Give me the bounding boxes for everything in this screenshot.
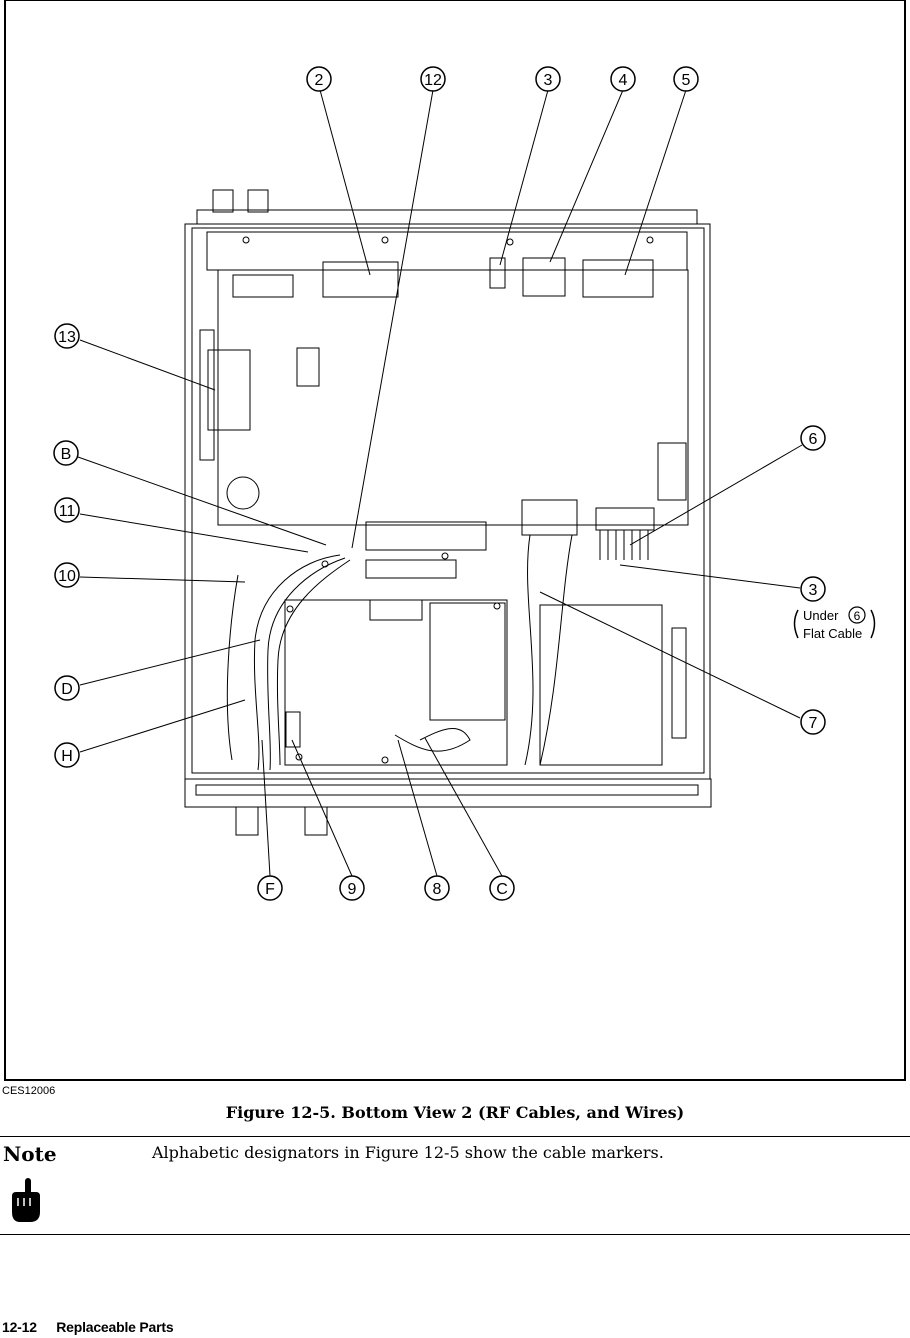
callout-3b: 3: [809, 582, 818, 599]
callout-2: 2: [315, 72, 324, 89]
callout-5: 5: [682, 72, 691, 89]
callout-10: 10: [58, 568, 76, 585]
flat-cable-label: Flat Cable: [803, 626, 862, 641]
callout-9: 9: [348, 881, 357, 898]
callout-B: B: [61, 446, 72, 463]
note-top-rule: [0, 1136, 910, 1137]
callout-F: F: [265, 881, 275, 898]
figure-caption: Figure 12-5. Bottom View 2 (RF Cables, a…: [225, 1103, 685, 1122]
callout-4: 4: [619, 72, 628, 89]
callout-6: 6: [809, 431, 818, 448]
callout-3: 3: [544, 72, 553, 89]
callout-13: 13: [58, 329, 76, 346]
under-label: Under: [803, 608, 839, 623]
pointing-hand-icon: [8, 1176, 42, 1229]
page-number: 12-12: [2, 1319, 37, 1335]
under-label-number: 6: [854, 609, 861, 623]
callout-11: 11: [59, 503, 76, 520]
figure-frame: [4, 0, 906, 1081]
instrument-bottom-view-diagram: 2 12 3 4 5 13 B 11 10 D H 6 3 7 F 9 8 C …: [53, 66, 876, 901]
section-title: Replaceable Parts: [56, 1319, 174, 1335]
callout-7: 7: [809, 715, 818, 732]
note-bottom-rule: [0, 1234, 910, 1235]
callout-12: 12: [424, 72, 442, 89]
callout-C: C: [496, 881, 508, 898]
callout-D: D: [61, 681, 73, 698]
note-title: Note: [3, 1142, 57, 1166]
callout-8: 8: [433, 881, 442, 898]
note-text: Alphabetic designators in Figure 12-5 sh…: [152, 1143, 664, 1162]
callout-H: H: [61, 748, 73, 765]
figure-code: CES12006: [2, 1085, 56, 1097]
page-footer: 12-12 Replaceable Parts: [2, 1319, 174, 1335]
